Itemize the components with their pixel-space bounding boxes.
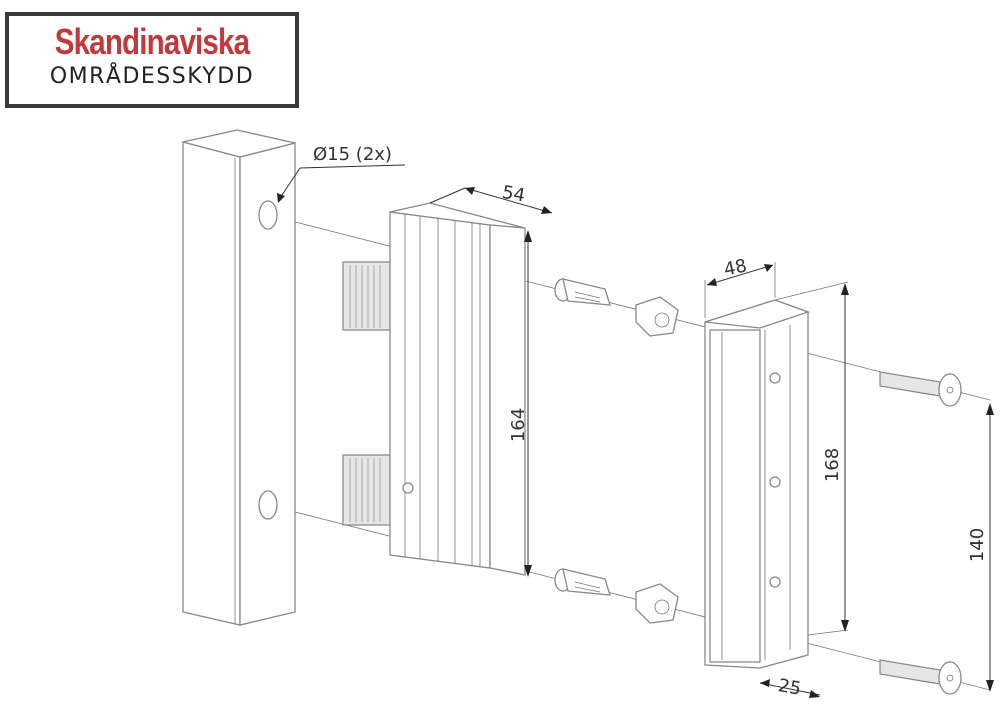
- nut-bottom: [635, 583, 679, 624]
- housing-depth-label: 25: [776, 675, 802, 700]
- logo-brand: Skandinaviska: [54, 21, 250, 62]
- hole-diameter-callout: Ø15 (2x): [277, 144, 406, 203]
- keeper-plate: [342, 202, 526, 576]
- post-hole-bottom: [258, 490, 278, 520]
- logo: Skandinaviska OMRÅDESSKYDD: [5, 12, 299, 108]
- plug-bottom: [554, 568, 611, 596]
- logo-subtitle: OMRÅDESSKYDD: [49, 64, 255, 89]
- housing-height-label: 168: [822, 448, 843, 482]
- housing-height-dimension: 168: [774, 281, 849, 636]
- post-hole-top: [258, 200, 278, 230]
- screw-bottom: [879, 659, 962, 695]
- hole-spacing-dimension: 140: [967, 403, 994, 692]
- hole-spacing-label: 140: [967, 528, 988, 562]
- keeper-depth-label: 54: [500, 182, 526, 207]
- nut-top: [635, 296, 679, 337]
- keeper-height-label: 164: [508, 408, 529, 442]
- screw-top: [879, 371, 962, 407]
- keeper-depth-dimension: 54: [429, 182, 553, 214]
- lock-housing: [704, 299, 810, 669]
- hole-diameter-label: Ø15 (2x): [313, 144, 392, 165]
- housing-width-dimension: 48: [704, 255, 776, 318]
- plug-top: [554, 278, 611, 306]
- housing-width-label: 48: [722, 255, 749, 280]
- keeper-height-dimension: 164: [508, 230, 532, 577]
- housing-depth-dimension: 25: [759, 675, 821, 700]
- square-post: [182, 129, 296, 626]
- assembly-axis-lines: [267, 214, 991, 691]
